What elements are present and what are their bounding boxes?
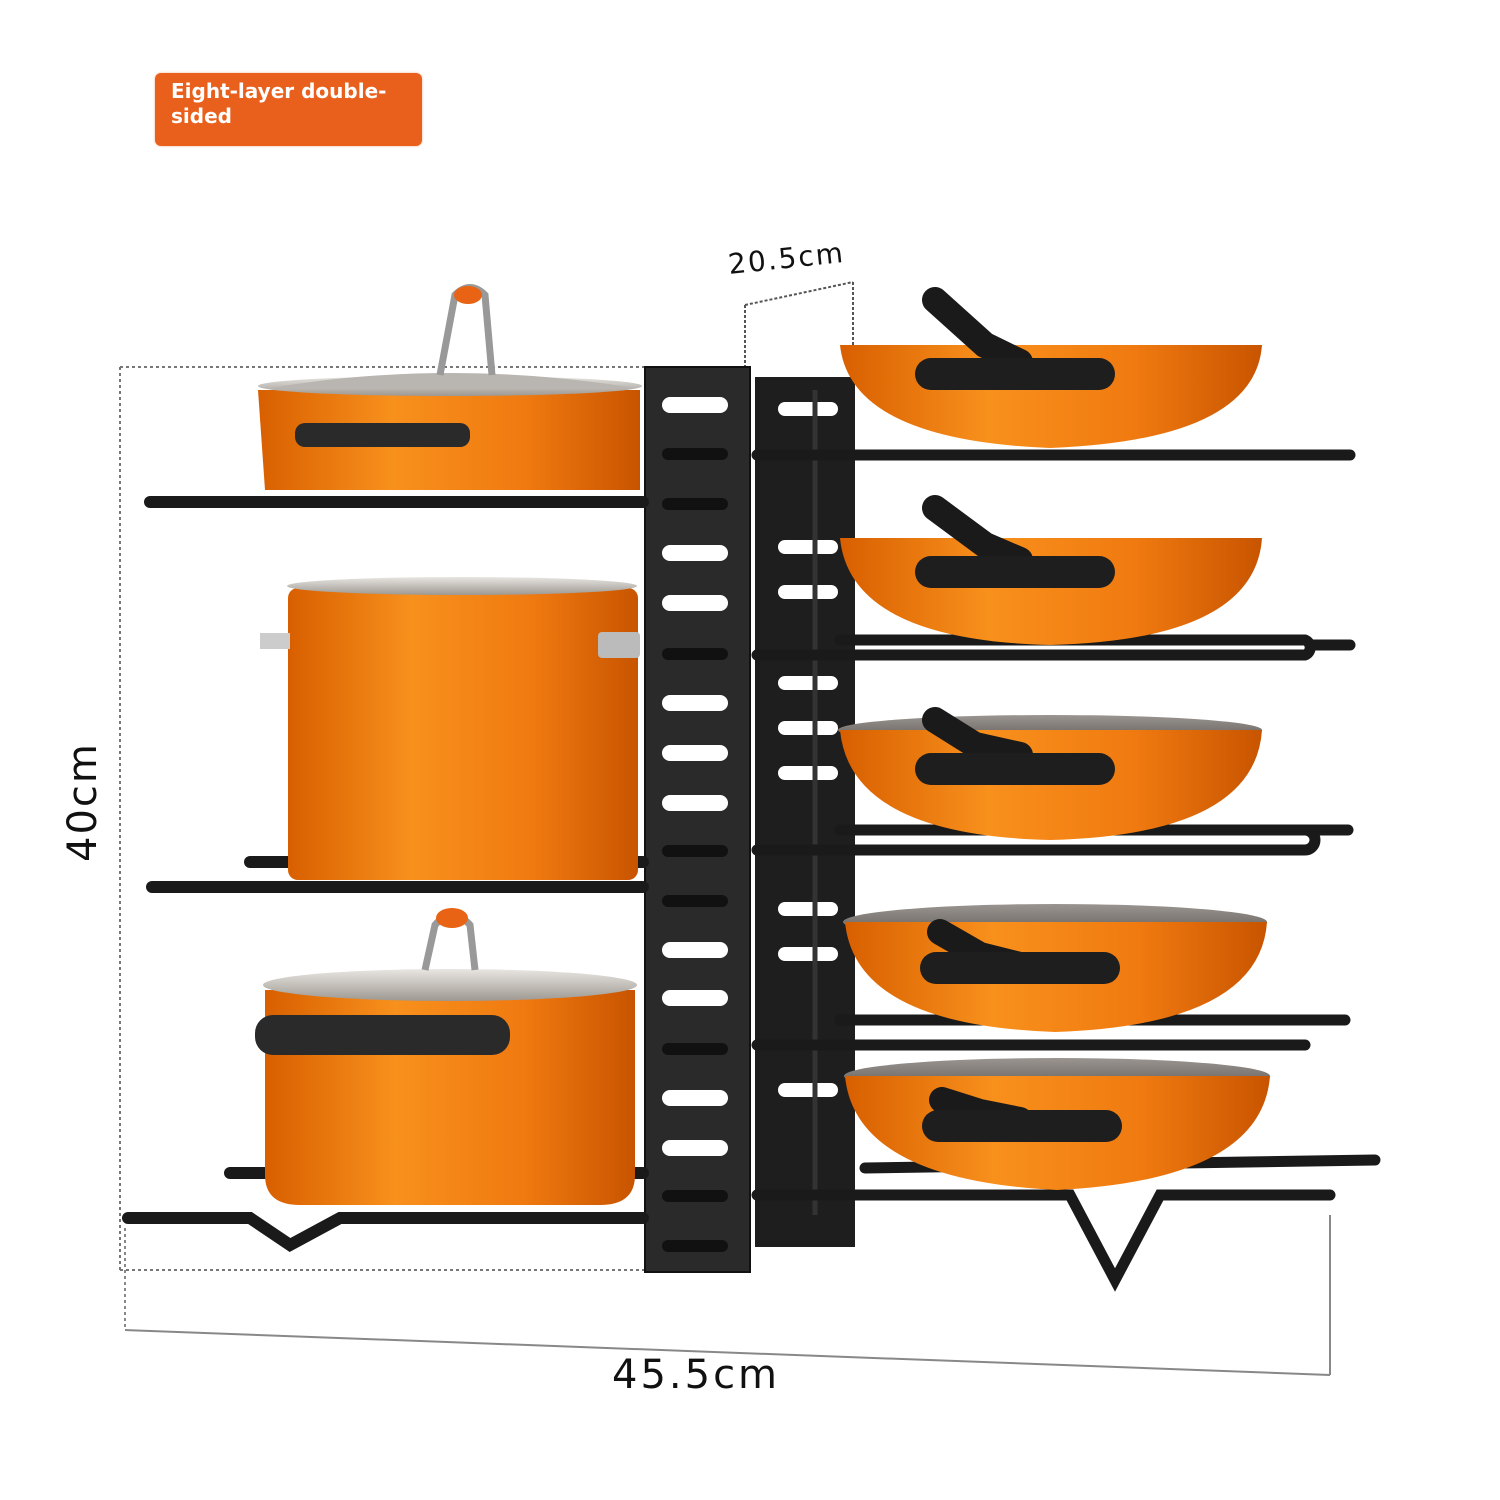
- rack-back-panel: [755, 377, 855, 1247]
- rack-center-column: [644, 366, 751, 1273]
- frying-pan-3: [838, 707, 1262, 840]
- frying-pan-1: [840, 287, 1262, 448]
- dutch-oven-left: [255, 908, 637, 1205]
- frying-pan-2: [840, 495, 1262, 645]
- feature-badge-label: Eight-layer double-sided: [171, 79, 387, 128]
- stock-pot-left: [260, 577, 640, 880]
- feature-badge: Eight-layer double-sided: [155, 73, 422, 146]
- width-dimension-label: 45.5cm: [612, 1352, 781, 1398]
- casserole-top-left: [258, 284, 642, 490]
- width-dimension-line: [124, 1215, 1331, 1376]
- height-dimension-label: 40cm: [60, 742, 106, 862]
- frying-pan-5: [844, 1058, 1270, 1190]
- frying-pan-4: [843, 904, 1267, 1032]
- height-dimension-line: [119, 366, 644, 1271]
- depth-dimension-line: [744, 281, 854, 370]
